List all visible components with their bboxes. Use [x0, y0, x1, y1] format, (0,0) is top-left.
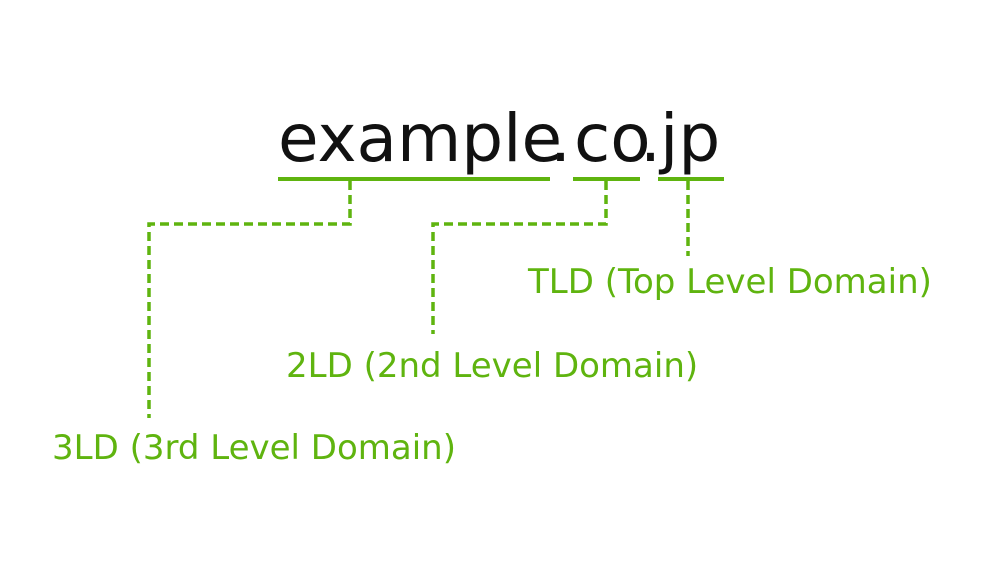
label-tld: TLD (Top Level Domain): [528, 262, 932, 302]
label-2ld: 2LD (2nd Level Domain): [286, 346, 699, 386]
domain-dot-separator: .: [640, 100, 661, 177]
label-3ld: 3LD (3rd Level Domain): [52, 428, 456, 468]
domain-part-top-level: jp: [660, 100, 721, 177]
connector-second-level: [431, 181, 608, 334]
domain-part-second-level: co: [574, 100, 651, 177]
connector-third-level: [147, 181, 352, 418]
domain-dot-separator: .: [550, 100, 571, 177]
domain-part-third-level: example: [278, 100, 563, 177]
